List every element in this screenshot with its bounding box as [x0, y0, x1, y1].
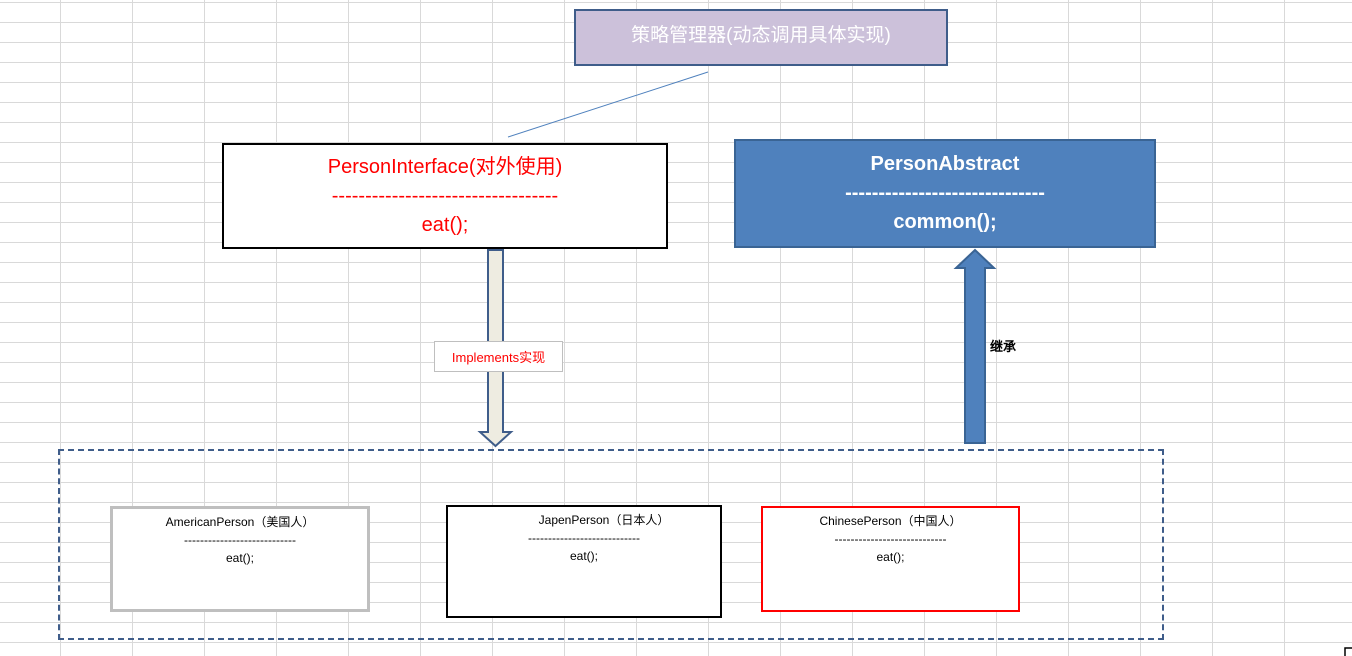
japen-person-method: eat(); [569, 549, 598, 563]
implements-label: Implements实现 [434, 341, 563, 372]
strategy-manager-box: 策略管理器(动态调用具体实现) [574, 9, 948, 66]
strategy-manager-label: 策略管理器(动态调用具体实现) [631, 25, 891, 46]
person-interface-divider: ---------------------------------- [331, 184, 559, 207]
chinese-person-method: eat(); [876, 550, 905, 564]
american-person-name: AmericanPerson（美国人） [165, 515, 315, 529]
implementations-group-frame [58, 449, 1164, 640]
japen-person-divider: ---------------------------- [528, 531, 640, 545]
person-abstract-method: common(); [893, 211, 997, 233]
person-interface-box: PersonInterface(对外使用) ------------------… [222, 143, 668, 249]
person-abstract-box: PersonAbstract -------------------------… [734, 139, 1156, 248]
chinese-person-divider: ---------------------------- [834, 532, 947, 546]
person-interface-name: PersonInterface(对外使用) [327, 155, 563, 178]
american-person-divider: ---------------------------- [184, 533, 296, 547]
american-person-box: AmericanPerson（美国人） --------------------… [110, 506, 370, 612]
implements-label-text: Implements实现 [451, 350, 546, 365]
chinese-person-box: ChinesePerson（中国人） ---------------------… [761, 506, 1020, 612]
corner-marker [1344, 647, 1352, 656]
person-interface-method: eat(); [421, 213, 469, 236]
person-abstract-name: PersonAbstract [870, 153, 1020, 175]
person-abstract-divider: ------------------------------ [845, 182, 1045, 204]
american-person-method: eat(); [225, 551, 254, 565]
inherit-arrow [953, 248, 997, 444]
japen-person-name: JapenPerson（日本人） [538, 513, 670, 527]
chinese-person-name: ChinesePerson（中国人） [819, 514, 962, 528]
japen-person-box: JapenPerson（日本人） -----------------------… [446, 505, 722, 618]
inherit-label: 继承 [990, 339, 1017, 354]
strategy-connector-line [507, 71, 709, 138]
